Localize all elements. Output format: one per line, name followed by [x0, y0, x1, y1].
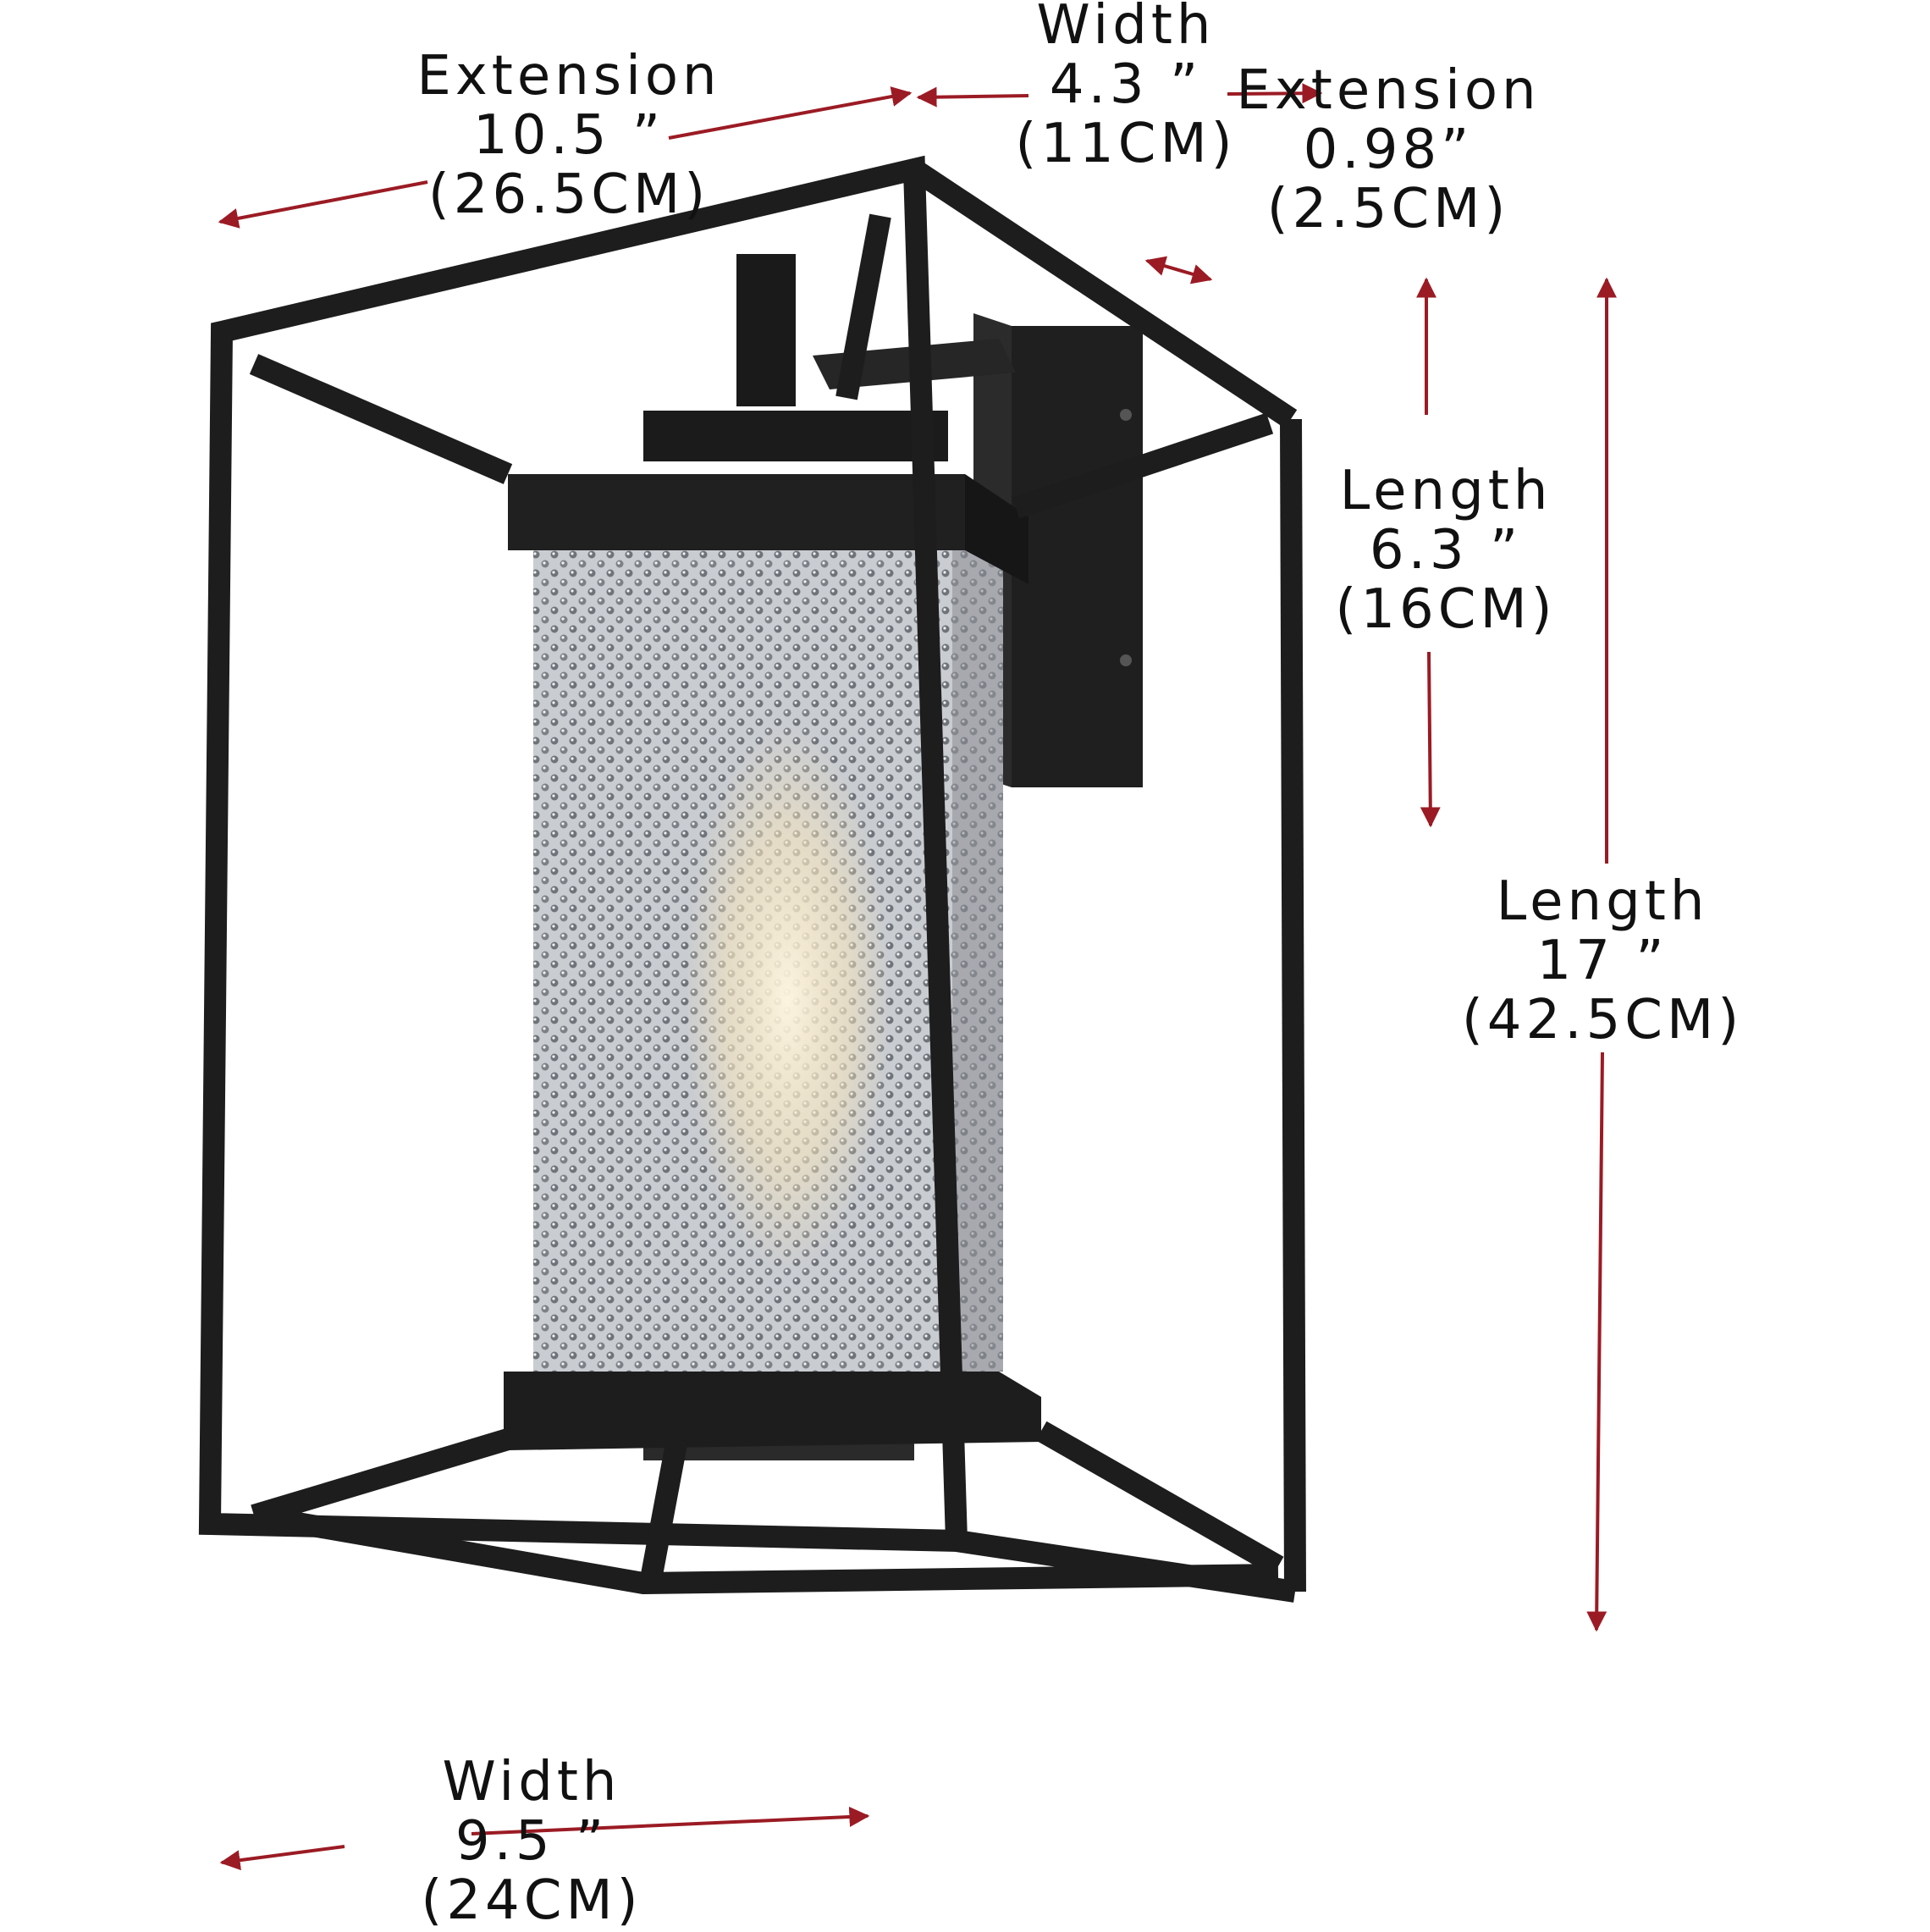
width-bottom-label: Width 9.5 ” (24CM)	[421, 1753, 642, 1930]
dimension-metric: (2.5CM)	[1266, 178, 1510, 240]
dimension-arrows	[218, 83, 1617, 1871]
dimension-imperial: 10.5 ”	[473, 104, 664, 167]
dimension-title: Width	[442, 1751, 621, 1813]
length-total-arrow-down	[1586, 1052, 1607, 1632]
dimension-title: Length	[1339, 460, 1552, 522]
dimension-imperial: 4.3 ”	[1049, 53, 1203, 116]
extension-top-label: Extension 10.5 ” (26.5CM)	[416, 47, 720, 224]
length-backplate-arrow-down	[1420, 651, 1441, 828]
length-backplate-label: Length 6.3 ” (16CM)	[1335, 461, 1556, 639]
extension-top-arrow-left	[218, 180, 428, 229]
dimension-imperial: 9.5 ”	[455, 1810, 609, 1873]
dimension-title: Extension	[416, 45, 721, 108]
dimension-metric: (42.5CM)	[1461, 989, 1744, 1052]
dimension-title: Extension	[1236, 59, 1541, 122]
dimension-metric: (11CM)	[1015, 113, 1237, 175]
top-cap	[508, 411, 1028, 584]
dimension-imperial: 17 ”	[1536, 930, 1668, 992]
width-top-arrow-right	[1227, 83, 1323, 104]
dimension-imperial: 6.3 ”	[1369, 519, 1523, 582]
dimension-imperial: 0.98”	[1303, 119, 1474, 181]
dimension-metric: (26.5CM)	[427, 163, 710, 226]
extension-top-arrow-right	[668, 86, 913, 140]
extension-back-label: Extension 0.98” (2.5CM)	[1236, 61, 1540, 239]
cage-frame	[198, 155, 1306, 1603]
dimension-title: Length	[1496, 870, 1709, 933]
width-top-arrow-left	[916, 86, 1029, 108]
width-top-label: Width 4.3 ” (11CM)	[1015, 0, 1236, 174]
glass-shade	[533, 546, 1003, 1372]
length-total-label: Length 17 ” (42.5CM)	[1462, 872, 1743, 1050]
extension-back-arrow	[1144, 256, 1213, 284]
dimension-metric: (16CM)	[1335, 578, 1557, 641]
width-bottom-arrow-left	[219, 1845, 345, 1871]
dimension-metric: (24CM)	[421, 1869, 642, 1932]
width-bottom-arrow-right	[471, 1806, 870, 1835]
dimension-title: Width	[1036, 0, 1216, 57]
